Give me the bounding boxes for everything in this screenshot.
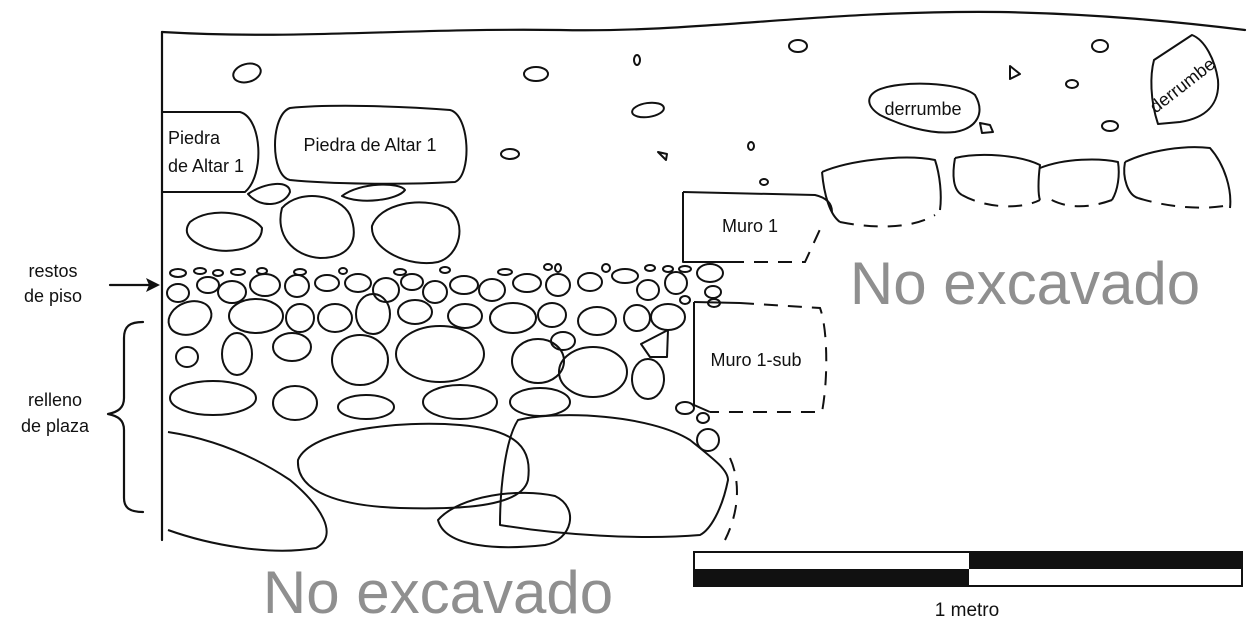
derrumbe-label-1: derrumbe xyxy=(884,99,961,119)
floor-layer-stones xyxy=(166,263,724,308)
plaza-fill-stones xyxy=(167,293,720,452)
arrow-head-icon xyxy=(146,278,160,292)
muro-1-sub-label: Muro 1-sub xyxy=(710,350,801,370)
restos-de-piso-annotation: restos de piso xyxy=(24,261,160,306)
muro-1-label: Muro 1 xyxy=(722,216,778,236)
no-excavado-bottom-label: No excavado xyxy=(263,559,613,623)
muro-1: Muro 1 xyxy=(682,191,833,263)
altar-stone-left-label-line2: de Altar 1 xyxy=(168,156,244,176)
relleno-de-plaza-label-line1: relleno xyxy=(28,390,82,410)
altar-stone-right-label: Piedra de Altar 1 xyxy=(303,135,436,155)
relleno-de-plaza-label-line2: de plaza xyxy=(21,416,90,436)
scale-bar-label: 1 metro xyxy=(935,600,999,621)
restos-de-piso-label-line2: de piso xyxy=(24,286,82,306)
floor-remains-stones xyxy=(169,263,692,278)
derrumbe-block-1: derrumbe xyxy=(868,82,981,134)
profile-outline xyxy=(160,10,1247,542)
muro-1-stones xyxy=(821,146,1232,228)
scale-bar-segment-top xyxy=(969,552,1242,569)
altar-stone-left-label-line1: Piedra xyxy=(168,128,221,148)
basal-stones xyxy=(167,414,738,552)
derrumbe-block-2: derrumbe xyxy=(1146,34,1220,125)
altar-base-stones xyxy=(185,183,461,265)
altar-stone-right: Piedra de Altar 1 xyxy=(274,104,468,185)
upper-fill-stones xyxy=(232,39,1119,186)
altar-stone-left: Piedra de Altar 1 xyxy=(162,111,260,193)
brace-icon xyxy=(106,320,145,514)
derrumbe-label-2: derrumbe xyxy=(1146,54,1219,117)
no-excavado-right-label: No excavado xyxy=(850,250,1200,317)
scale-bar-segment-bottom xyxy=(694,569,969,586)
muro-1-sub: Muro 1-sub xyxy=(693,301,828,413)
scale-bar: 1 metro xyxy=(693,551,1243,621)
relleno-de-plaza-annotation: relleno de plaza xyxy=(21,320,145,514)
restos-de-piso-label-line1: restos xyxy=(28,261,77,281)
